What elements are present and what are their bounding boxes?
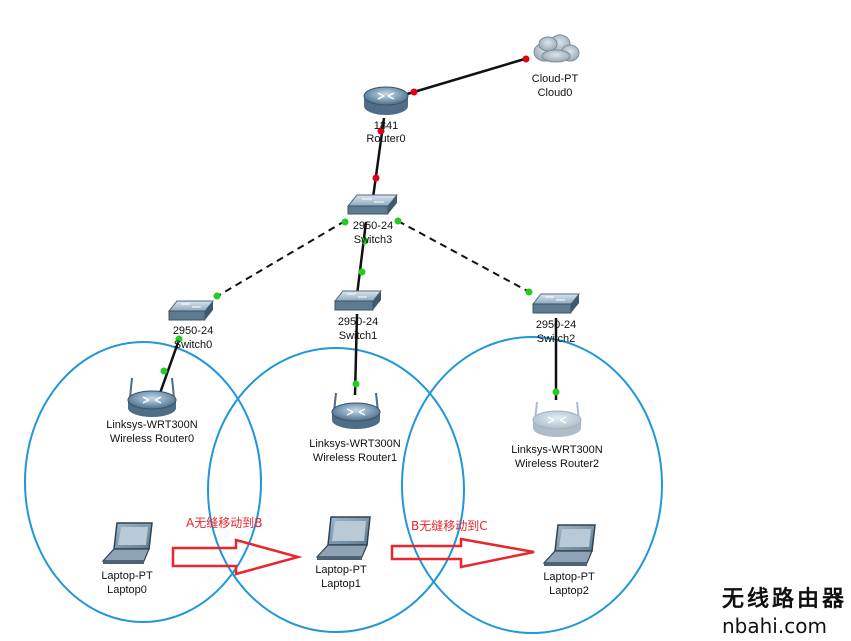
cloud-name-label: Cloud0 xyxy=(538,87,573,99)
hollow-arrow-shape xyxy=(390,537,535,569)
port-status-dot xyxy=(394,217,402,225)
wireless-router0-device[interactable]: Linksys-WRT300N Wireless Router0 xyxy=(106,377,198,445)
cloud-device[interactable]: Cloud-PT Cloud0 xyxy=(532,34,580,99)
port-status-dot xyxy=(377,127,385,135)
wireless-router-icon xyxy=(127,377,177,417)
port-status-dot xyxy=(341,218,349,226)
switch0-device[interactable]: 2950-24 Switch0 xyxy=(167,300,215,351)
router-device[interactable]: 1841 Router0 xyxy=(363,86,409,145)
laptop0-model-label: Laptop-PT xyxy=(101,570,153,582)
link-cloud-router xyxy=(386,56,529,102)
switch1-name-label: Switch1 xyxy=(339,330,378,342)
watermark: 无线路由器 nbahi.com xyxy=(722,586,847,638)
switch-icon xyxy=(333,290,383,311)
port-status-dot xyxy=(525,288,533,296)
roaming-arrow-b-to-c: B无缝移动到C xyxy=(390,518,535,569)
switch-icon xyxy=(531,293,581,314)
switch2-device[interactable]: 2950-24 Switch2 xyxy=(531,293,581,345)
coverage-areas xyxy=(24,336,663,634)
port-status-dot xyxy=(552,388,560,396)
wireless-router-icon xyxy=(532,401,582,437)
switch-icon xyxy=(167,300,215,321)
router-model-label: 1841 xyxy=(374,120,398,132)
link-switch0-wr0 xyxy=(157,336,182,397)
roaming-arrow-a-to-b: A无缝移动到B xyxy=(171,515,303,576)
port-status-dot xyxy=(410,88,418,96)
laptop1-model-label: Laptop-PT xyxy=(315,564,367,576)
switch-icon xyxy=(346,194,399,215)
watermark-domain: nbahi.com xyxy=(722,614,827,638)
switch2-name-label: Switch2 xyxy=(537,333,576,345)
port-status-dot xyxy=(160,367,168,375)
link-status-dots xyxy=(160,55,560,396)
link-switch3-switch2 xyxy=(397,220,534,295)
router-name-label: Router0 xyxy=(366,133,405,145)
laptop-icon xyxy=(542,524,596,566)
router-icon xyxy=(363,86,409,115)
laptop1-name-label: Laptop1 xyxy=(321,578,361,590)
port-status-dot xyxy=(372,174,380,182)
switch1-device[interactable]: 2950-24 Switch1 xyxy=(333,290,383,342)
wr0-name-label: Wireless Router0 xyxy=(110,433,194,445)
switch3-device[interactable]: 2950-24 Switch3 xyxy=(346,194,399,246)
switch0-name-label: Switch0 xyxy=(174,339,213,351)
port-status-dot xyxy=(213,292,221,300)
port-status-dot xyxy=(352,380,360,388)
laptop2-device[interactable]: Laptop-PT Laptop2 xyxy=(542,524,596,597)
hollow-arrow-shape xyxy=(171,538,303,576)
coverage-circle-b xyxy=(207,347,465,633)
roam-b-to-c-label: B无缝移动到C xyxy=(411,518,488,533)
switch3-name-label: Switch3 xyxy=(354,234,393,246)
wr2-model-label: Linksys-WRT300N xyxy=(511,444,603,456)
port-status-dot xyxy=(358,268,366,276)
switch0-model-label: 2950-24 xyxy=(173,325,213,337)
laptop-icon xyxy=(101,522,153,564)
port-status-dot xyxy=(361,237,369,245)
wireless-router-icon xyxy=(331,392,381,429)
laptop2-model-label: Laptop-PT xyxy=(543,571,595,583)
switch3-model-label: 2950-24 xyxy=(353,220,393,232)
roam-a-to-b-label: A无缝移动到B xyxy=(186,515,262,530)
wr1-model-label: Linksys-WRT300N xyxy=(309,438,401,450)
laptop0-device[interactable]: Laptop-PT Laptop0 xyxy=(101,522,153,596)
watermark-chinese: 无线路由器 xyxy=(722,586,847,612)
wireless-router1-device[interactable]: Linksys-WRT300N Wireless Router1 xyxy=(309,392,401,464)
switch1-model-label: 2950-24 xyxy=(338,316,378,328)
wr1-name-label: Wireless Router1 xyxy=(313,452,397,464)
link-switch3-switch1 xyxy=(355,221,368,296)
link-switch3-switch0 xyxy=(215,220,346,298)
switch2-model-label: 2950-24 xyxy=(536,319,576,331)
coverage-circle-c xyxy=(401,336,663,634)
laptop1-device[interactable]: Laptop-PT Laptop1 xyxy=(315,516,371,590)
laptop-icon xyxy=(315,516,371,560)
port-status-dot xyxy=(522,55,530,63)
wr2-name-label: Wireless Router2 xyxy=(515,458,599,470)
wireless-router2-device[interactable]: Linksys-WRT300N Wireless Router2 xyxy=(511,401,603,470)
cloud-model-label: Cloud-PT xyxy=(532,73,579,85)
wr0-model-label: Linksys-WRT300N xyxy=(106,419,198,431)
port-status-dot xyxy=(175,335,183,343)
laptop2-name-label: Laptop2 xyxy=(549,585,589,597)
laptop0-name-label: Laptop0 xyxy=(107,584,147,596)
coverage-circle-a xyxy=(24,341,262,623)
cloud-icon xyxy=(533,34,580,63)
